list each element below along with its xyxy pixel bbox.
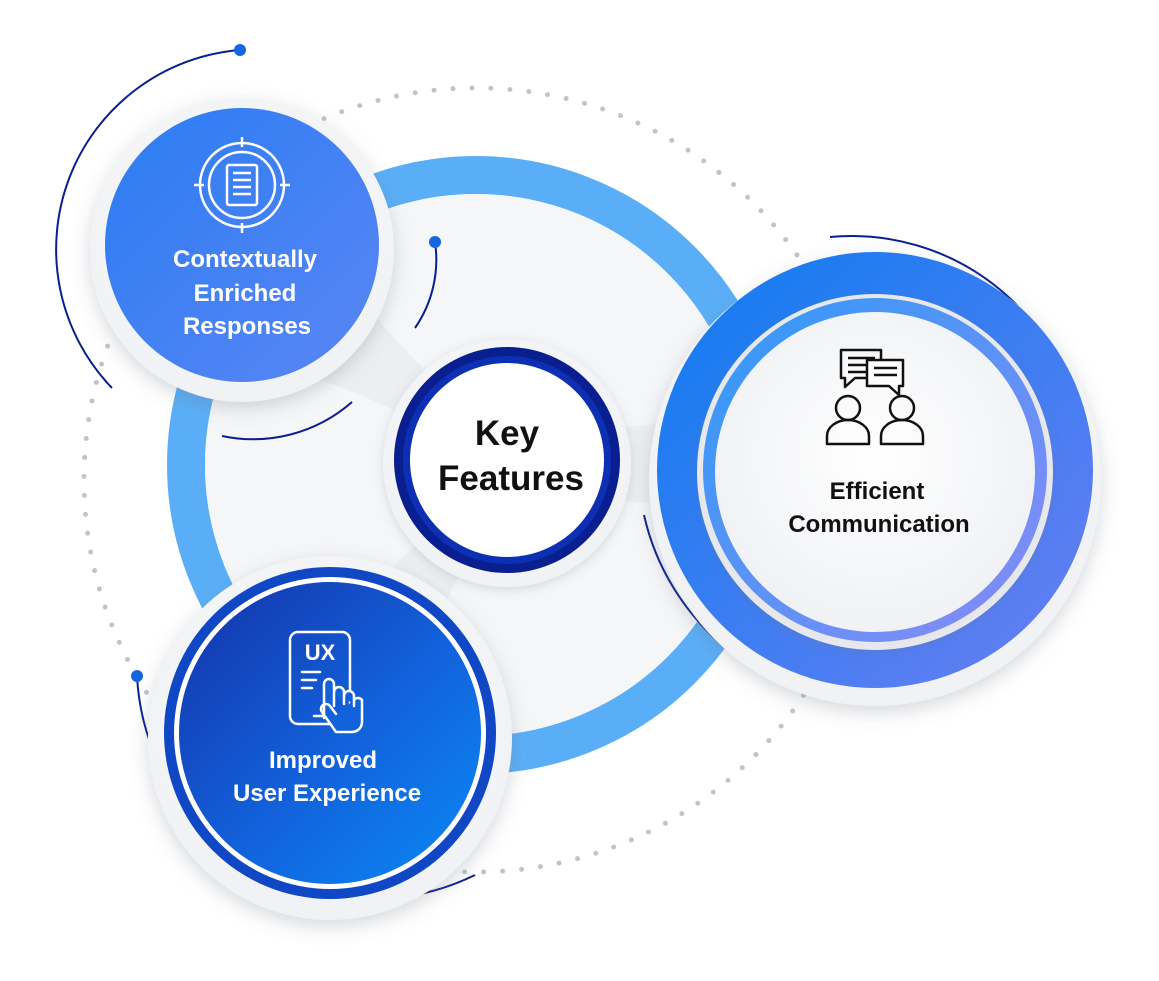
feature-contextual: Contextually Enriched Responses: [90, 98, 394, 402]
feature-ux: UX Improved User Experience: [148, 556, 512, 920]
center-title-line-2: Features: [438, 459, 584, 498]
center-disc: [410, 363, 604, 557]
feature-contextual-line-3: Responses: [183, 313, 311, 340]
center-node: Key Features: [383, 339, 631, 587]
feature-communication: Efficient Communication: [649, 252, 1101, 706]
feature-communication-inner-disc: [715, 312, 1035, 632]
feature-ux-line-2: User Experience: [233, 780, 421, 807]
ux-touch-icon: UX: [288, 630, 364, 734]
chat-users-icon: [825, 348, 925, 446]
svg-text:UX: UX: [305, 640, 336, 665]
feature-contextual-disc: [105, 108, 379, 382]
center-title-line-1: Key: [475, 414, 540, 453]
feature-contextual-line-2: Enriched: [194, 280, 297, 307]
feature-ux-line-1: Improved: [269, 747, 377, 774]
document-target-icon: [194, 137, 290, 233]
feature-ux-disc: [179, 582, 481, 884]
feature-communication-line-1: Efficient: [830, 478, 925, 505]
feature-contextual-line-1: Contextually: [173, 246, 318, 273]
feature-communication-line-2: Communication: [788, 511, 969, 538]
